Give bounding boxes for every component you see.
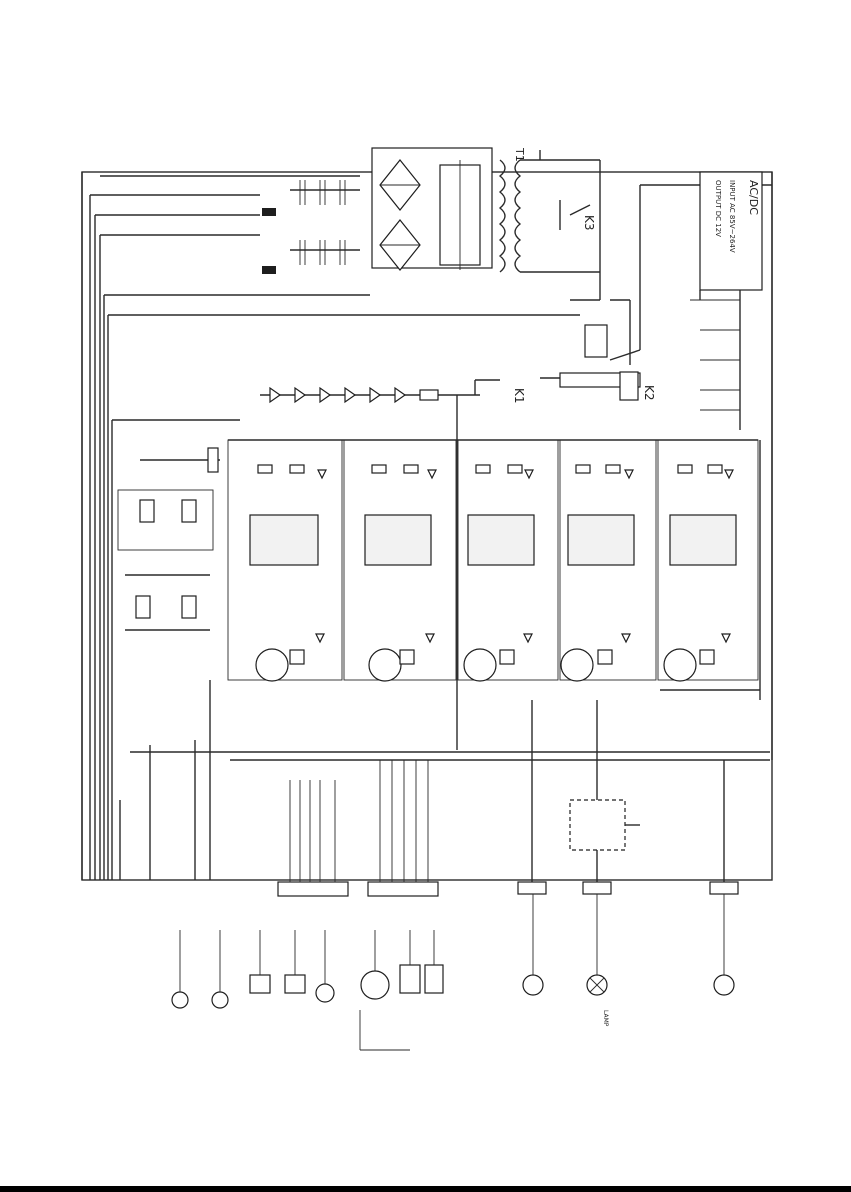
channel-1 — [228, 440, 342, 681]
k3-label: K3 — [582, 215, 596, 231]
psu-output: OUTPUT DC 12V — [714, 180, 722, 237]
channel-4 — [560, 440, 656, 681]
power-input-stage: T1 K3 — [262, 147, 600, 300]
acdc-module: AC/DC INPUT AC 85V~264V OUTPUT DC 12V — [690, 172, 762, 430]
left-switch-cluster — [118, 448, 220, 630]
psu-title: AC/DC — [747, 180, 760, 215]
channel-3 — [458, 440, 558, 681]
k1-label: K1 — [512, 388, 526, 404]
connector-harness — [278, 700, 738, 896]
bottom-devices: LAMP — [172, 894, 734, 1050]
ic-1 — [250, 515, 318, 565]
t1-label: T1 — [513, 147, 526, 162]
ic-channels — [228, 440, 760, 700]
k2-label: K2 — [642, 385, 656, 401]
channel-5 — [658, 440, 758, 681]
psu-input: INPUT AC 85V~264V — [728, 180, 736, 253]
lamp-label: LAMP — [602, 1010, 609, 1027]
ic-2 — [365, 515, 431, 565]
bottom-rule — [0, 1186, 851, 1192]
ic-5 — [670, 515, 736, 565]
ic-4 — [568, 515, 634, 565]
capacitor-bank — [262, 180, 360, 274]
channel-2 — [344, 440, 456, 681]
ic-3 — [468, 515, 534, 565]
